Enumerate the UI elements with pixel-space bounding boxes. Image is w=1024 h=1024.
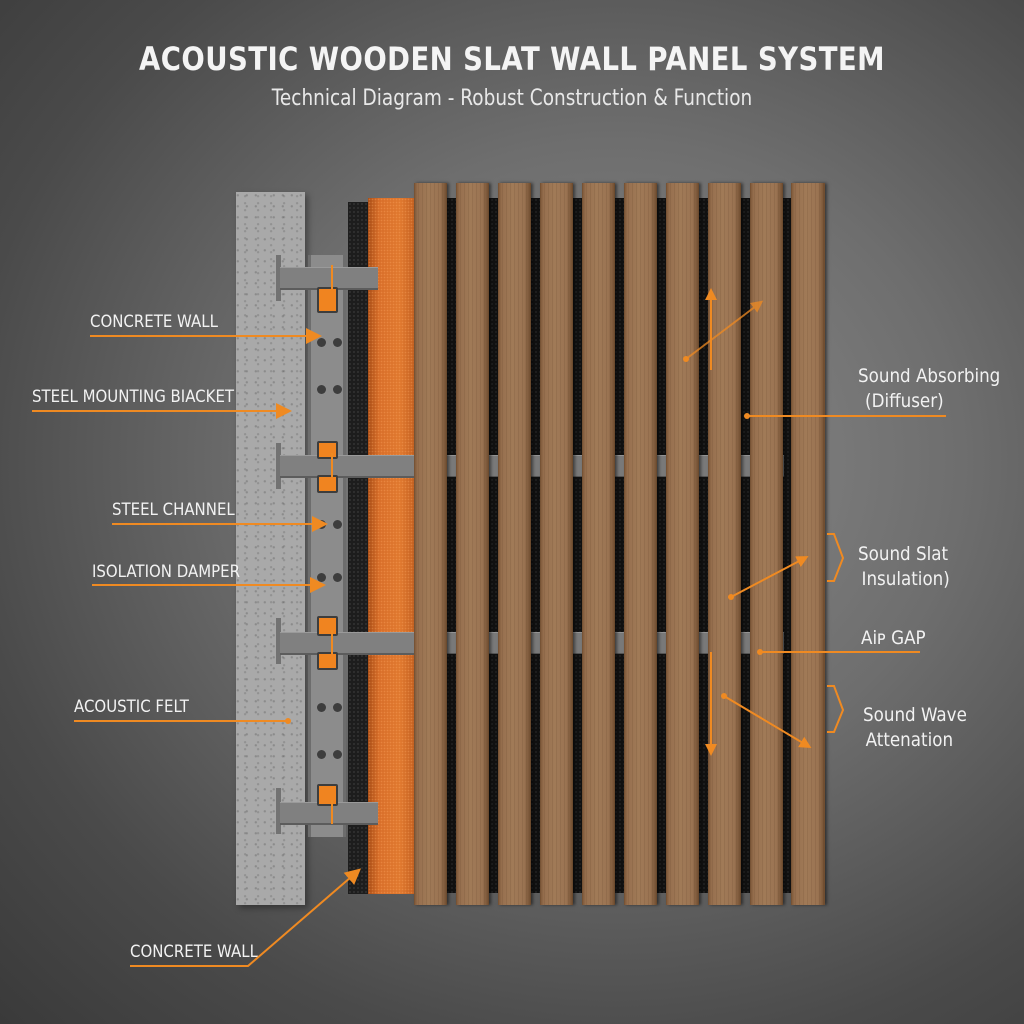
label-air-gap: Aiᴘ GAP [861,627,926,649]
bolt-hole [333,750,342,759]
isolation-damper [317,616,338,636]
label-steel-mounting-bracket: STEEL MOUNTING BӀACKET [32,387,235,407]
brace-sound-slat [827,533,845,582]
isolation-damper [317,287,338,313]
acoustic-felt-layer [348,202,368,894]
isolation-damper [317,784,338,806]
concrete-wall [236,192,305,905]
diagram-subtitle: Technical Diagram - Robust Construction … [271,86,753,111]
label-isolation-damper: ISOLATION DAMPER [92,562,240,582]
steel-channel [308,255,346,837]
wood-slat [498,183,531,905]
wood-slat [791,183,825,905]
wood-slat [708,183,741,905]
bolt-hole [317,703,326,712]
bolt-hole [333,573,342,582]
bracket-joint [331,265,333,289]
bolt-hole [333,385,342,394]
bolt-hole [333,338,342,347]
bracket-joint [331,453,333,477]
wood-slat [624,183,657,905]
bracket-joint [331,630,333,654]
bolt-hole [317,385,326,394]
wood-slat [666,183,699,905]
bolt-hole [317,338,326,347]
bolt-hole [317,750,326,759]
wood-slat [750,183,783,905]
label-acoustic-felt: ACOUSTIC FELT [74,697,189,717]
bolt-hole [333,520,342,529]
bracket-arm [280,632,414,655]
label-sound-wave-line1: Sound Wave [863,704,967,726]
brace-sound-wave [827,685,845,733]
wood-slat [456,183,489,905]
diagram-title: ACOUSTIC WOODEN SLAT WALL PANEL SYSTEM [139,40,885,78]
label-sound-slat-line1: Sound Slat [858,543,949,565]
wood-slat [414,183,447,905]
bracket-arm [280,455,414,478]
bracket-joint [331,800,333,824]
isolation-damper [317,652,338,670]
isolation-damper [317,441,338,459]
insulation-layer [368,198,414,894]
bracket-flange [276,255,281,301]
isolation-damper [317,475,338,493]
bolt-hole [317,573,326,582]
label-sound-wave-attenuation: Sound Wave Attenation [863,703,967,753]
label-sound-absorbing-line1: Sound Absorbing [858,365,1001,387]
label-steel-channel: STEEL CHANNEL [112,500,235,520]
bolt-hole [333,703,342,712]
wood-slat [540,183,573,905]
bracket-flange [276,788,281,834]
wood-slat [582,183,615,905]
label-sound-wave-line2: Attenation [865,729,954,751]
label-concrete-wall-top: CONCRETE WALL [90,312,218,332]
label-concrete-wall-bottom: CONCRETE WALL [130,942,258,962]
label-sound-absorbing-line2: (Diffuser) [865,390,944,412]
label-sound-slat-insulation: Sound Slat Insulation) [858,542,950,592]
label-sound-slat-line2: Insulation) [861,568,950,590]
bracket-flange [276,618,281,664]
bolt-hole [317,520,326,529]
label-sound-absorbing: Sound Absorbing (Diffuser) [858,364,1000,414]
bracket-flange [276,443,281,489]
